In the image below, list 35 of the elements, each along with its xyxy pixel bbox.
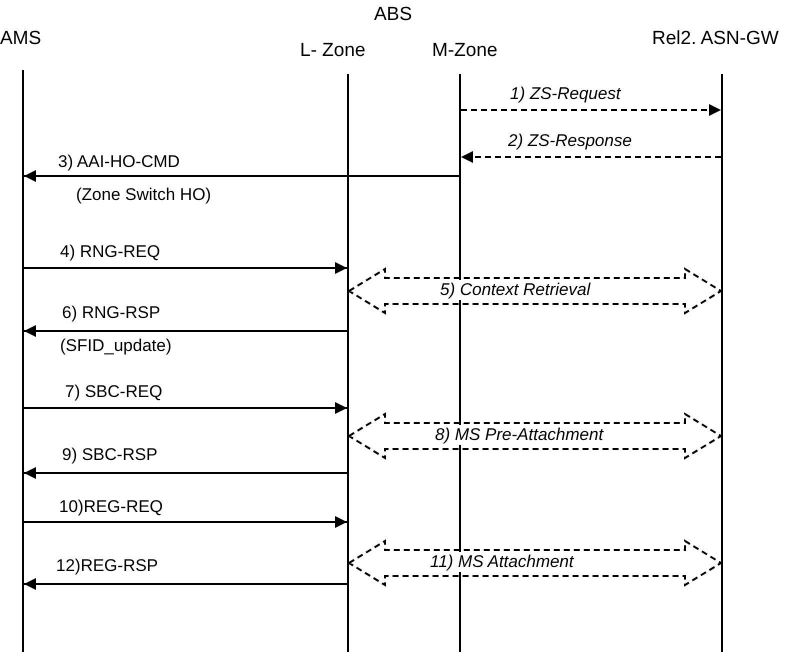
message-label: 9) SBC-RSP bbox=[62, 445, 158, 465]
message-arrow bbox=[461, 151, 721, 163]
message-label: 10)REG-REQ bbox=[59, 497, 163, 517]
message-arrow bbox=[24, 262, 347, 274]
message-label: 6) RNG-RSP bbox=[62, 303, 160, 323]
participant-name: AMS bbox=[0, 28, 42, 50]
group-name: ABS bbox=[374, 4, 412, 26]
lifeline bbox=[721, 74, 723, 652]
message-label: 12)REG-RSP bbox=[56, 556, 158, 576]
message-label: 3) AAI-HO-CMD bbox=[58, 152, 180, 172]
message-arrow bbox=[24, 402, 347, 414]
message-note: (SFID_update) bbox=[60, 336, 172, 356]
lifeline bbox=[347, 74, 349, 652]
message-arrow bbox=[24, 170, 459, 182]
message-label: 11) MS Attachment bbox=[430, 552, 574, 572]
participant-name: M-Zone bbox=[432, 40, 498, 62]
message-arrow bbox=[24, 467, 347, 479]
message-label: 8) MS Pre-Attachment bbox=[435, 425, 604, 445]
message-arrow bbox=[24, 516, 347, 528]
double-block-arrow bbox=[347, 539, 723, 587]
message-label: 4) RNG-REQ bbox=[60, 242, 160, 262]
message-note: (Zone Switch HO) bbox=[76, 185, 212, 205]
lifeline bbox=[459, 74, 461, 652]
message-label: 5) Context Retrieval bbox=[440, 280, 590, 300]
message-label: 1) ZS-Request bbox=[510, 84, 621, 104]
participant-name: L- Zone bbox=[300, 40, 366, 62]
double-block-arrow bbox=[347, 412, 723, 460]
message-arrow bbox=[24, 578, 347, 590]
message-arrow bbox=[461, 104, 721, 116]
double-block-arrow bbox=[347, 267, 723, 315]
lifeline bbox=[22, 70, 24, 652]
message-label: 7) SBC-REQ bbox=[65, 382, 162, 402]
message-arrow bbox=[24, 325, 347, 337]
message-label: 2) ZS-Response bbox=[508, 131, 632, 151]
participant-name: Rel2. ASN-GW bbox=[652, 28, 779, 50]
